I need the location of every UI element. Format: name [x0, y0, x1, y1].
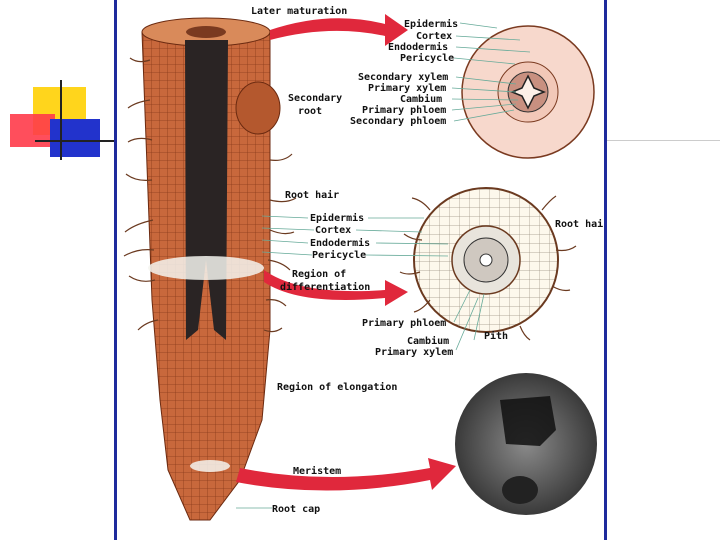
label-secondary-root-line1: Secondary [288, 93, 342, 104]
label-mid-primary-xylem: Primary xylem [375, 346, 453, 358]
label-mid-endodermis: Endodermis [310, 237, 370, 249]
label-root-hair: Root hair [285, 189, 339, 201]
mature-cross-section [462, 26, 594, 158]
label-meristem: Meristem [293, 465, 341, 477]
label-secondary-root-line2: root [298, 106, 322, 117]
label-mid-cortex: Cortex [315, 225, 351, 236]
label-top-primary-xylem: Primary xylem [368, 82, 446, 94]
label-pith: Pith [484, 330, 508, 342]
label-mid-pericycle: Pericycle [312, 249, 366, 261]
label-mid-primary-phloem: Primary phloem [362, 317, 446, 329]
label-mid-epidermis: Epidermis [310, 212, 364, 224]
label-root-hair-right: Root hai [555, 218, 603, 230]
label-top-primary-phloem: Primary phloem [362, 104, 446, 116]
label-top-endodermis: Endodermis [388, 41, 448, 53]
label-top-cambium: Cambium [400, 93, 442, 105]
label-region-differentiation-line1: Region of [292, 268, 346, 280]
label-later-maturation: Later maturation [251, 5, 347, 17]
label-mid-cambium: Cambium [407, 335, 449, 347]
label-top-epidermis: Epidermis [404, 18, 458, 30]
label-region-differentiation-line2: differentiation [280, 281, 370, 293]
root-body [124, 18, 296, 520]
label-root-cap: Root cap [272, 504, 320, 515]
label-secondary-xylem: Secondary xylem [358, 72, 448, 83]
meristem-arrow [236, 458, 456, 491]
label-top-cortex: Cortex [416, 31, 452, 42]
label-top-pericycle: Pericycle [400, 52, 454, 64]
label-secondary-phloem: Secondary phloem [350, 116, 446, 127]
meristem-micrograph [455, 373, 597, 515]
label-region-elongation: Region of elongation [277, 381, 397, 393]
